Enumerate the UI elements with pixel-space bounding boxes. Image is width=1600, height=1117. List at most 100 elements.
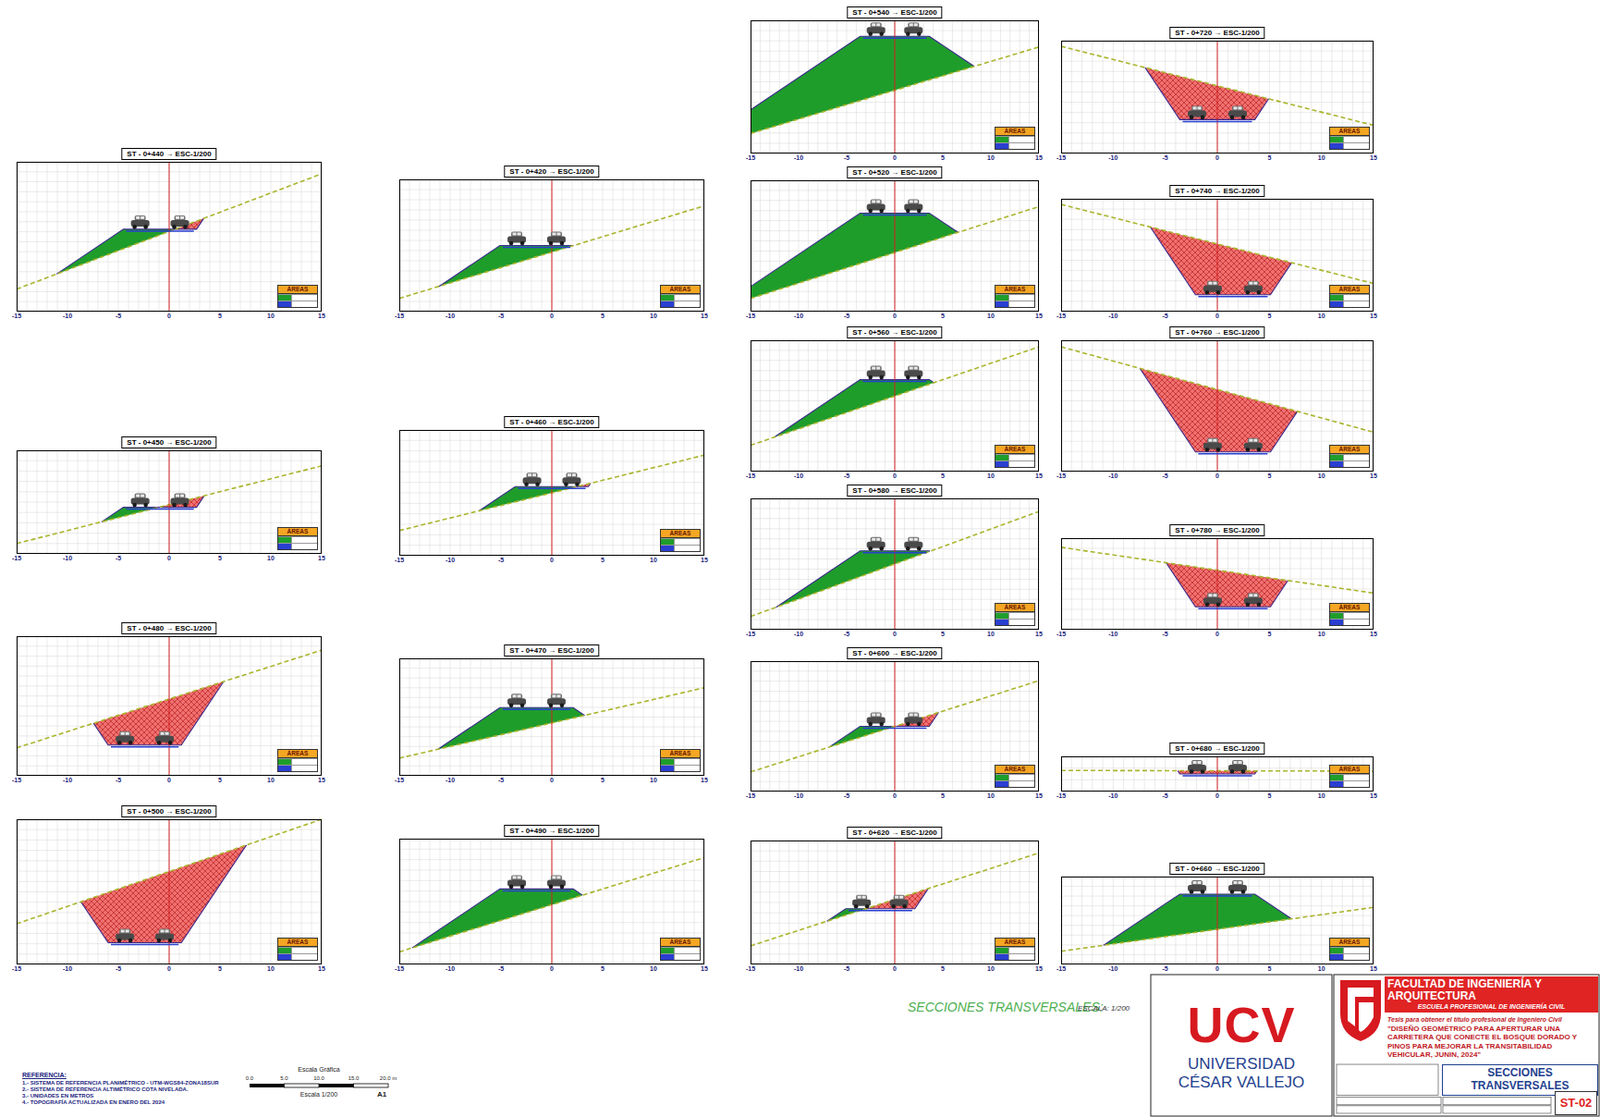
scale-number: 15.0 xyxy=(348,1074,360,1082)
centerline xyxy=(1217,40,1219,154)
cross-section-panel: ÁREASST - 0+660 → ESC-1/200 xyxy=(1061,876,1374,965)
drawing-part xyxy=(117,740,123,746)
area-cell xyxy=(1343,461,1369,467)
axis-tick-label: -10 xyxy=(445,556,455,564)
faculty-header: FACULTAD DE INGENIERÍA Y ARQUITECTURAESC… xyxy=(1384,976,1599,1013)
scale-caption: Escala Gráfica xyxy=(297,1065,341,1074)
axis-tick-label: -10 xyxy=(1108,630,1118,638)
vehicle-icon xyxy=(115,731,135,746)
axis-tick-label: -10 xyxy=(445,964,455,973)
logo-name: UNIVERSIDAD CÉSAR VALLEJO xyxy=(1172,1054,1311,1091)
area-cell xyxy=(291,537,318,543)
centerline xyxy=(894,498,896,630)
axis-tick-label: 10 xyxy=(987,630,995,638)
area-cell xyxy=(673,758,700,765)
drawing-part xyxy=(517,694,522,697)
area-cell xyxy=(1343,612,1369,619)
drawing-part xyxy=(132,502,137,508)
drawing-part xyxy=(914,713,918,717)
area-row xyxy=(1330,142,1369,149)
drawing-part xyxy=(143,502,148,508)
vehicle-icon xyxy=(1244,592,1263,607)
drawing-part xyxy=(160,928,165,932)
axis-tick-label: -10 xyxy=(793,154,804,162)
area-swatch xyxy=(995,294,1009,301)
scale-bar xyxy=(249,1083,285,1088)
grid xyxy=(750,20,1039,154)
area-swatch xyxy=(660,538,674,545)
axis-tick-label: 10 xyxy=(1318,792,1326,800)
cut-area xyxy=(829,660,939,747)
centerline xyxy=(169,161,171,312)
drawing-part xyxy=(1197,106,1202,110)
area-cell xyxy=(673,545,700,551)
scale-number: 20.0 m xyxy=(379,1074,397,1082)
axis-tick-label: 10 xyxy=(987,472,995,480)
cross-section-drawing xyxy=(750,840,1039,965)
drawing-part xyxy=(551,875,556,879)
grid xyxy=(1061,40,1374,154)
vehicle-icon xyxy=(890,894,909,909)
drawing-part xyxy=(894,895,899,899)
axis-tick-label: 15 xyxy=(317,312,326,320)
cross-section-drawing xyxy=(750,180,1039,312)
cross-section-panel: ÁREASST - 0+780 → ESC-1/200 xyxy=(1061,537,1374,630)
axis-tick-label: 0 xyxy=(892,472,897,480)
drawing-part xyxy=(549,884,554,890)
area-row xyxy=(278,757,318,765)
area-table: ÁREAS xyxy=(277,284,318,308)
drawing-part xyxy=(879,31,884,37)
fill-area xyxy=(1103,893,1293,965)
centerline xyxy=(551,658,553,776)
area-swatch xyxy=(660,765,674,771)
area-table: ÁREAS xyxy=(277,526,318,550)
pavement-line xyxy=(863,214,928,217)
area-cell xyxy=(673,765,700,771)
area-header: ÁREAS xyxy=(1330,603,1369,612)
drawing-part xyxy=(1253,281,1258,285)
area-table: ÁREAS xyxy=(994,764,1036,788)
cut-area xyxy=(101,450,205,522)
axis-tick-label: 15 xyxy=(1369,472,1378,480)
grid xyxy=(16,818,322,965)
area-cell xyxy=(1008,774,1035,781)
road-template xyxy=(1103,893,1293,945)
fill-area xyxy=(1166,562,1289,631)
axis-tick-label: 10 xyxy=(649,556,658,564)
axis-tick-label: 5 xyxy=(600,776,605,784)
axis-tick-label: 15 xyxy=(700,556,709,564)
drawing-part xyxy=(556,694,561,697)
area-swatch xyxy=(1330,774,1344,781)
vehicle-icon xyxy=(903,366,923,380)
drawing-part xyxy=(871,713,876,717)
cross-section-drawing xyxy=(399,429,705,556)
drawing-part xyxy=(532,473,537,477)
cross-section-panel: ÁREASST - 0+450 → ESC-1/200 xyxy=(16,450,322,554)
axis-tick-label: -10 xyxy=(793,472,804,480)
section-title: ST - 0+440 → ESC-1/200 xyxy=(121,147,217,160)
axis-tick-label: -15 xyxy=(12,312,22,320)
axis-tick-label: -15 xyxy=(745,630,756,638)
axis-tick-label: -5 xyxy=(843,630,850,638)
drawing-part xyxy=(871,537,876,541)
cross-section-panel: ÁREASST - 0+620 → ESC-1/200 xyxy=(750,840,1039,965)
drawing-part xyxy=(165,928,170,932)
area-cell xyxy=(1343,143,1369,149)
drawing-part xyxy=(876,713,880,717)
centerline xyxy=(1217,340,1219,472)
axis-tick-label: -5 xyxy=(1162,472,1169,480)
axis-tick-label: -5 xyxy=(1162,792,1169,800)
pavement-line xyxy=(1197,452,1268,455)
drawing-part xyxy=(914,200,918,204)
drawing-part xyxy=(512,875,517,879)
road-template xyxy=(750,36,975,110)
axis-tick-label: -15 xyxy=(1056,964,1066,973)
drawing-part xyxy=(157,740,162,746)
axis-tick-label: 10 xyxy=(1318,312,1326,320)
scale-bar xyxy=(318,1083,355,1088)
vehicle-icon xyxy=(547,874,566,889)
drawing-part xyxy=(509,884,514,890)
drawing-part xyxy=(125,732,130,735)
section-title: ST - 0+660 → ESC-1/200 xyxy=(1169,862,1265,875)
area-row xyxy=(278,300,318,307)
